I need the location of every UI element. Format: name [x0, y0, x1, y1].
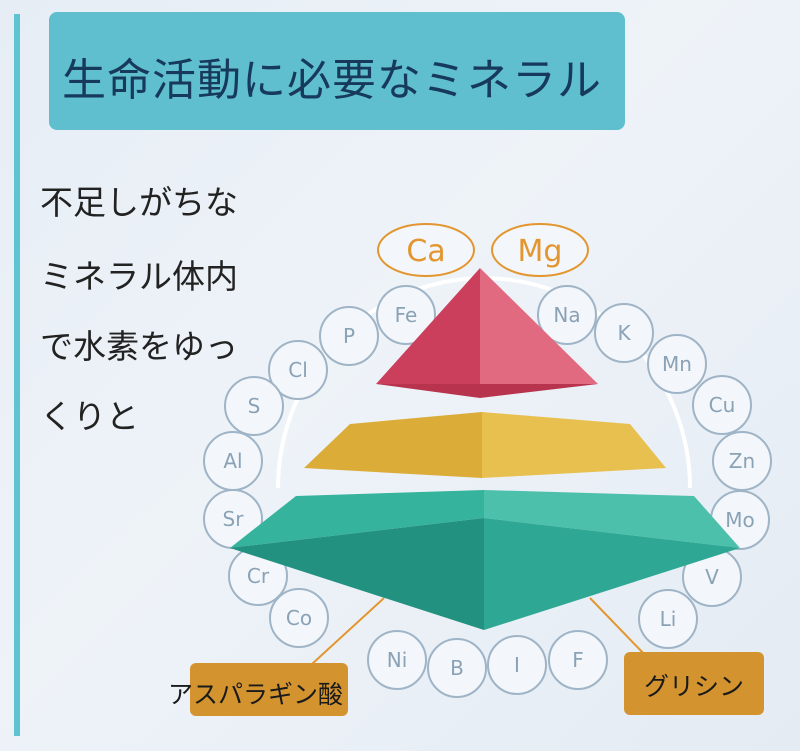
element-co-circle [269, 588, 329, 648]
element-ni-symbol: Ni [387, 648, 408, 672]
pyramid-mid-right-face [482, 412, 666, 478]
element-mg-symbol: Mg [518, 234, 563, 269]
element-li-symbol: Li [660, 607, 677, 631]
element-s-symbol: S [248, 394, 261, 418]
element-i-symbol: I [514, 653, 520, 677]
aspartic-acid-label-box [190, 663, 348, 716]
body-line-3: で水素をゆっ [40, 327, 238, 366]
element-s-circle [224, 376, 284, 436]
pyramid-bottom-top-left [230, 490, 484, 548]
element-mo-symbol: Mo [725, 508, 755, 532]
element-b-symbol: B [450, 656, 464, 680]
element-mg-circle [491, 223, 589, 277]
element-fe-circle [376, 285, 436, 345]
element-zn-circle [712, 431, 772, 491]
element-fe-symbol: Fe [395, 303, 418, 327]
element-f-circle [548, 630, 608, 690]
element-cr-symbol: Cr [247, 564, 270, 588]
title-banner [49, 12, 625, 130]
body-line-1: 不足しがちな [40, 183, 238, 222]
pyramid-bottom-left-face [230, 518, 484, 630]
element-b-circle [427, 638, 487, 698]
pyramid-mid-left-face [304, 412, 482, 478]
element-p-symbol: P [343, 324, 355, 348]
element-f-symbol: F [572, 648, 584, 672]
pyramid-bottom-top-right [484, 490, 740, 548]
page-title: 生命活動に必要なミネラル [62, 55, 602, 106]
element-co-symbol: Co [286, 606, 312, 630]
glycine-label: グリシン [644, 672, 745, 701]
element-al-symbol: Al [223, 449, 242, 473]
element-p-circle [319, 306, 379, 366]
pyramid-top-left-face [376, 268, 480, 384]
left-leader-line [311, 597, 385, 665]
element-cl-symbol: Cl [288, 358, 308, 382]
element-ca-circle [377, 223, 475, 277]
element-zn-symbol: Zn [729, 449, 755, 473]
element-ca-symbol: Ca [406, 234, 445, 269]
right-leader-line [589, 597, 647, 657]
element-na-symbol: Na [553, 303, 580, 327]
element-mn-symbol: Mn [662, 352, 692, 376]
body-line-4: くりと [40, 397, 139, 436]
element-mn-circle [647, 334, 707, 394]
element-sr-symbol: Sr [223, 507, 245, 531]
element-k-circle [594, 303, 654, 363]
pyramid-top-base [376, 384, 598, 398]
aspartic-acid-label: アスパラギン酸 [168, 680, 344, 709]
pyramid-top-right-face [480, 268, 598, 384]
element-cu-circle [692, 375, 752, 435]
body-line-2: ミネラル体内 [40, 257, 238, 296]
glycine-label-box [624, 652, 764, 715]
element-ni-circle [367, 630, 427, 690]
element-i-circle [487, 635, 547, 695]
element-cu-symbol: Cu [709, 393, 736, 417]
element-na-circle [537, 285, 597, 345]
pyramid-bottom-right-face [484, 518, 740, 630]
element-cl-circle [268, 340, 328, 400]
accent-rule [14, 14, 20, 736]
element-k-symbol: K [617, 321, 631, 345]
element-li-circle [638, 589, 698, 649]
element-v-symbol: V [705, 565, 719, 589]
